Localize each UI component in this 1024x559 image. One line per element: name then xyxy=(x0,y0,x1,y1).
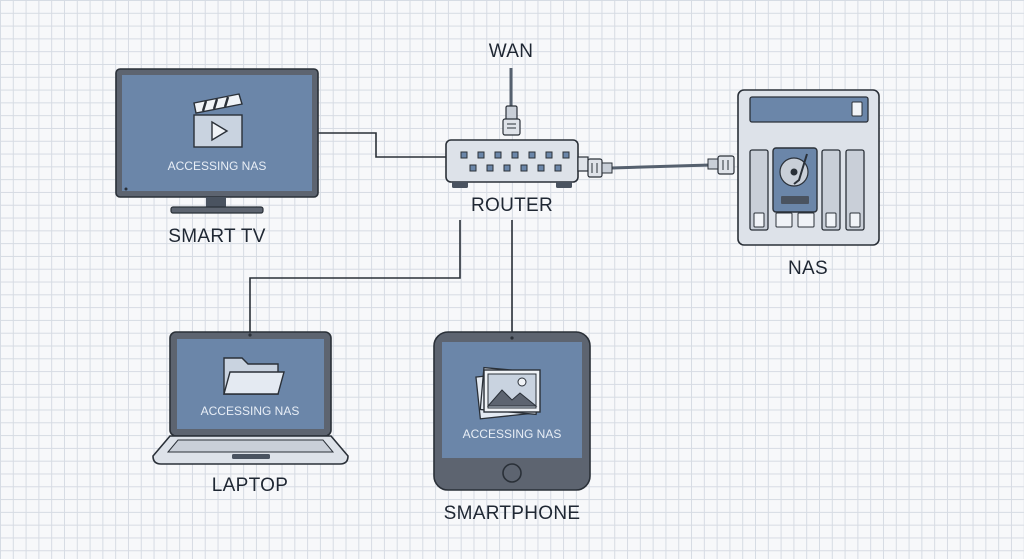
folder-icon xyxy=(223,357,285,395)
router-foot-left xyxy=(452,182,468,188)
router-ports xyxy=(460,151,570,172)
laptop-keyboard xyxy=(166,439,335,453)
tv-stand-base xyxy=(170,206,264,214)
connection-lines xyxy=(249,68,711,332)
smart-tv-label: SMART TV xyxy=(168,226,266,247)
nas-device[interactable] xyxy=(737,89,880,246)
nas-ethernet-plug xyxy=(707,155,735,175)
tv-screen-label: ACCESSING NAS xyxy=(168,159,267,173)
laptop-label: LAPTOP xyxy=(211,475,289,496)
smartphone-device[interactable]: ACCESSING NAS xyxy=(433,331,591,491)
smart-tv-device[interactable]: ACCESSING NAS xyxy=(115,68,319,214)
wan-label: WAN xyxy=(488,41,534,62)
router-ethernet-plug xyxy=(577,156,613,178)
nas-label: NAS xyxy=(788,258,828,279)
router-label: ROUTER xyxy=(470,195,554,216)
photo-gallery-icon xyxy=(475,366,541,420)
router-laptop-line xyxy=(249,220,461,332)
phone-home-button[interactable] xyxy=(502,463,522,483)
router-foot-right xyxy=(556,182,572,188)
nas-bay-handles xyxy=(753,212,861,228)
router-nas-cable xyxy=(611,163,711,170)
phone-screen-label: ACCESSING NAS xyxy=(463,427,562,441)
clapperboard-icon xyxy=(193,93,243,148)
wan-connector xyxy=(502,105,521,136)
tv-power-led xyxy=(124,187,128,191)
laptop-screen-label: ACCESSING NAS xyxy=(201,404,300,418)
router-device[interactable] xyxy=(445,139,579,188)
smartphone-label: SMARTPHONE xyxy=(443,503,581,524)
laptop-camera xyxy=(248,333,252,337)
phone-camera xyxy=(510,336,514,340)
nas-status-light xyxy=(851,101,863,117)
tv-stand xyxy=(206,197,226,207)
hard-drive-icon xyxy=(772,147,818,228)
nas-display-panel xyxy=(749,96,869,123)
laptop-device[interactable]: ACCESSING NAS xyxy=(152,331,349,465)
laptop-trackpad xyxy=(232,454,270,459)
nas-drive-bays xyxy=(749,149,865,231)
tv-router-line xyxy=(318,132,446,158)
